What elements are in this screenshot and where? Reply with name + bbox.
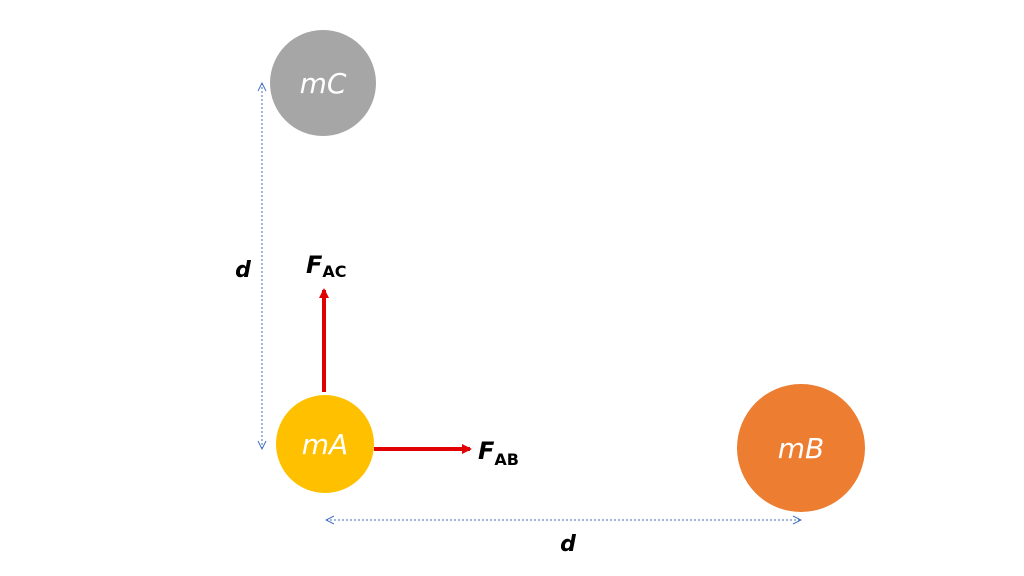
- force-ac-symbol: F: [306, 251, 323, 279]
- horizontal-distance-label: d: [560, 532, 576, 557]
- force-ac-label: FAC: [306, 251, 347, 281]
- mass-a-label: mA: [302, 428, 348, 461]
- force-ab-label: FAB: [478, 437, 519, 469]
- force-ab-symbol: F: [478, 437, 495, 465]
- mass-b-label: mB: [778, 432, 824, 465]
- mass-c-circle: [270, 30, 376, 136]
- mass-c-label: mC: [300, 67, 347, 100]
- mass-b-circle: [737, 384, 865, 512]
- mass-a-circle: [276, 395, 374, 493]
- vertical-distance-label: d: [235, 258, 251, 283]
- force-ab-subscript: AB: [494, 450, 519, 469]
- force-ac-subscript: AC: [322, 262, 346, 281]
